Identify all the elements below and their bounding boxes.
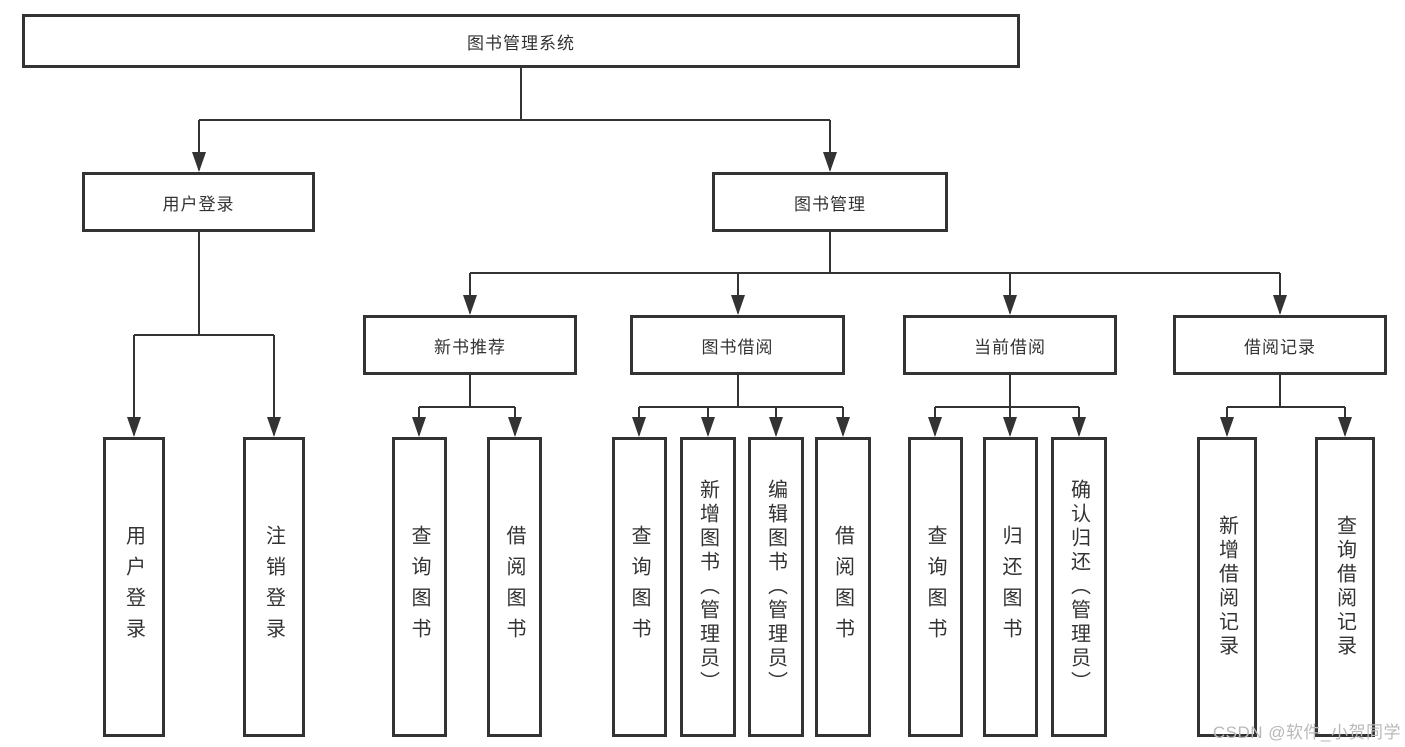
leaf-add-book-admin: 新增图书（管理员） xyxy=(680,437,736,737)
leaf-user-login: 用户登录 xyxy=(103,437,165,737)
leaf-add-borrow-record: 新增借阅记录 xyxy=(1197,437,1257,737)
node-book-borrowing: 图书借阅 xyxy=(630,315,845,375)
leaf-query-book-3: 查询图书 xyxy=(908,437,963,737)
leaf-query-book-2: 查询图书 xyxy=(612,437,667,737)
leaf-confirm-return-admin: 确认归还（管理员） xyxy=(1051,437,1107,737)
leaf-query-book-1: 查询图书 xyxy=(392,437,447,737)
node-user-login-branch: 用户登录 xyxy=(82,172,315,232)
leaf-borrow-book-2: 借阅图书 xyxy=(815,437,871,737)
leaf-return-book: 归还图书 xyxy=(983,437,1038,737)
node-new-book-recommendation: 新书推荐 xyxy=(363,315,577,375)
node-current-borrowing: 当前借阅 xyxy=(903,315,1117,375)
watermark: CSDN @软件_小贺同学 xyxy=(1212,723,1401,742)
node-borrowing-records: 借阅记录 xyxy=(1173,315,1387,375)
leaf-query-borrow-record: 查询借阅记录 xyxy=(1315,437,1375,737)
leaf-logout: 注销登录 xyxy=(243,437,305,737)
leaf-borrow-book-1: 借阅图书 xyxy=(487,437,542,737)
leaf-edit-book-admin: 编辑图书（管理员） xyxy=(748,437,804,737)
node-root-system: 图书管理系统 xyxy=(22,14,1020,68)
node-book-management-branch: 图书管理 xyxy=(712,172,948,232)
